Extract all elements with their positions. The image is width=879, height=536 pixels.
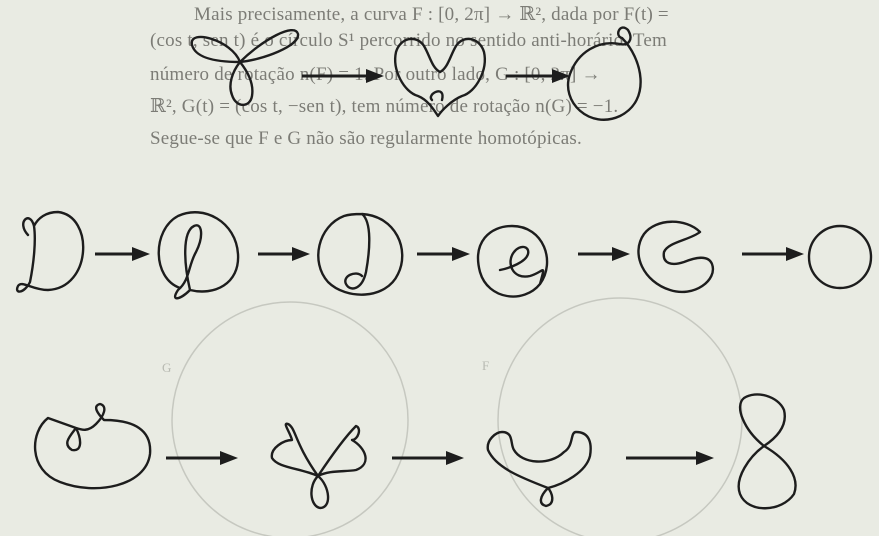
row3-arrow-2	[392, 451, 464, 465]
row2-curve-5	[638, 222, 712, 292]
row3-curve-1	[35, 404, 150, 488]
row1-curve-2	[395, 39, 485, 116]
row1-arrow-1	[302, 69, 384, 83]
row3-arrow-1	[166, 451, 238, 465]
row2-arrow-2	[258, 247, 310, 261]
row2-arrow-5	[742, 247, 804, 261]
row2-arrow-1	[95, 247, 150, 261]
row2-arrow-3	[417, 247, 470, 261]
row1-arrow-2	[506, 69, 570, 83]
row2-curve-2	[159, 212, 238, 298]
row3-curve-3	[488, 432, 591, 506]
row2-curve-6	[809, 226, 871, 288]
row2-curve-3	[318, 214, 402, 295]
row2-arrow-4	[578, 247, 630, 261]
row2-curve-4	[478, 226, 547, 297]
row1-curve-3	[568, 28, 641, 120]
row3-curve-2	[272, 424, 366, 508]
row2-curve-1	[17, 212, 83, 292]
row3-curve-4	[739, 394, 796, 508]
row3-arrow-3	[626, 451, 714, 465]
row1-curve-1	[192, 30, 298, 105]
